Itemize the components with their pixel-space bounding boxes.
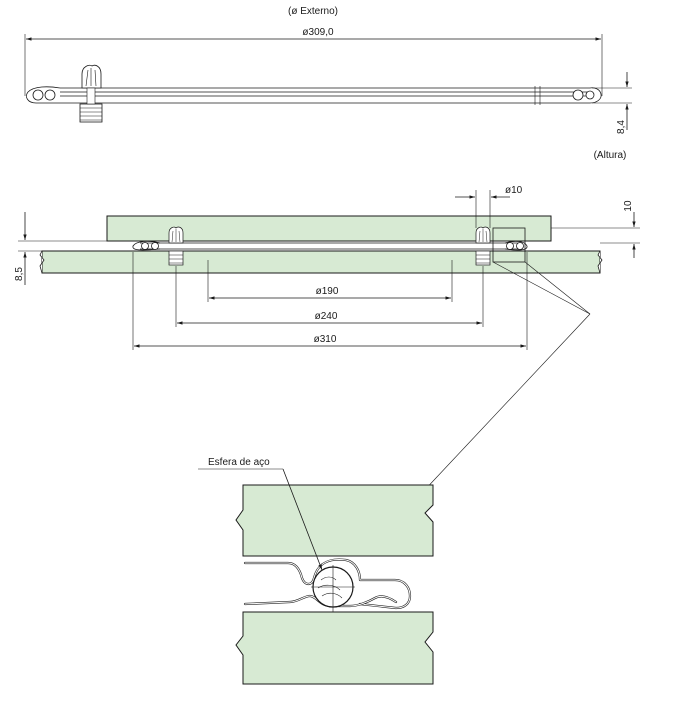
detail-view: Esfera de aço [198, 457, 434, 685]
detail-callout-box [492, 227, 526, 263]
mid-right-ball-icon [506, 242, 514, 250]
height-label: 8,4 [616, 120, 627, 134]
ball-leader-arrow [282, 468, 323, 571]
mid-right-ball-icon-2 [516, 242, 524, 250]
dia-240-label: ø240 [315, 311, 338, 322]
mid-left-loop [132, 240, 161, 251]
detail-leader-right [524, 261, 591, 315]
right-ball-icon-2 [585, 90, 595, 100]
assembly-section-view: ø10 10 8,5 ø190 ø240 ø310 [14, 185, 640, 496]
dia-190-label: ø190 [316, 286, 339, 297]
hole-diameter-label: ø10 [505, 185, 523, 196]
bottom-gap-label: 8,5 [14, 267, 25, 281]
mid-left-ball-icon-2 [151, 242, 159, 250]
detail-leader-main [419, 313, 591, 496]
mid-right-loop [504, 240, 528, 251]
left-end-loop [26, 86, 61, 104]
fastener-icon [79, 64, 103, 123]
outer-diameter-caption: (ø Externo) [288, 6, 338, 17]
height-caption: (Altura) [594, 150, 627, 161]
outer-diameter-label: ø309,0 [302, 27, 334, 38]
mid-left-ball-icon [141, 242, 149, 250]
right-ball-icon [572, 89, 584, 101]
fastener-right-icon [475, 226, 491, 266]
detail-upper-plate [235, 484, 434, 557]
dia-310-label: ø310 [314, 334, 337, 345]
top-gap-label: 10 [623, 200, 634, 212]
left-ball-icon-2 [44, 89, 56, 101]
detail-leader-left [492, 261, 591, 315]
fastener-left-icon [168, 226, 184, 266]
bearing-profile-view: (ø Externo) ø309,0 [24, 6, 632, 161]
detail-lower-plate [235, 611, 434, 685]
left-ball-icon [32, 89, 44, 101]
ball-caption: Esfera de aço [208, 457, 270, 468]
